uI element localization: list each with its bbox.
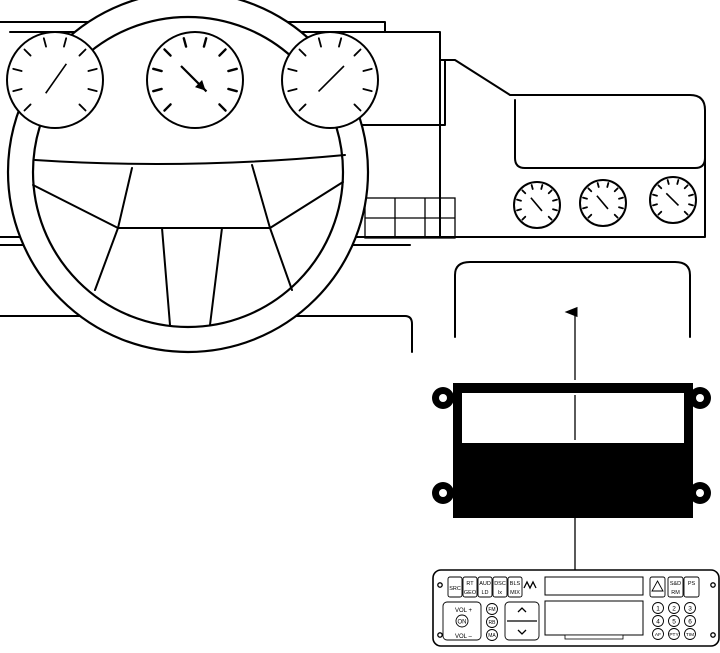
mounting-frame xyxy=(432,383,711,518)
preset-button-4[interactable]: 4 xyxy=(652,615,664,627)
svg-text:MA: MA xyxy=(488,633,496,639)
spoke-left-lower xyxy=(32,184,119,229)
svg-text:1: 1 xyxy=(656,606,660,613)
lower-dash xyxy=(0,315,413,353)
svg-text:2: 2 xyxy=(672,606,676,613)
hub-upper xyxy=(117,164,271,229)
svg-text:3: 3 xyxy=(688,606,692,613)
small-1-gauge xyxy=(513,181,561,229)
svg-text:TIM: TIM xyxy=(686,632,694,638)
chevron-down-icon xyxy=(517,629,527,635)
steering-wheel-inner-rim xyxy=(31,15,345,329)
small-3-needle xyxy=(665,192,680,207)
radio-btn-ma[interactable]: MA xyxy=(486,629,498,641)
radio-display-main xyxy=(544,600,644,636)
radio-btn-rb[interactable]: RB xyxy=(486,616,498,628)
chevron-up-icon xyxy=(517,607,527,613)
svg-text:LD: LD xyxy=(481,590,488,596)
svg-text:RB: RB xyxy=(489,620,497,626)
radio-band-buttons: FM RB MA xyxy=(486,603,498,641)
svg-text:DSC: DSC xyxy=(494,581,506,587)
right-gauge xyxy=(281,31,379,129)
svg-text:4: 4 xyxy=(656,619,660,626)
switch-panel xyxy=(364,197,456,239)
bottom-spoke xyxy=(161,227,223,326)
svg-text:PS: PS xyxy=(688,581,696,587)
radio-slot xyxy=(454,261,691,338)
svg-text:AUD: AUD xyxy=(479,581,491,587)
spoke-right-lower xyxy=(269,181,344,229)
small-1-needle xyxy=(530,197,543,212)
frame-mount-tabs xyxy=(432,387,711,504)
svg-text:lx: lx xyxy=(498,590,502,596)
on-button[interactable]: ON xyxy=(455,614,469,628)
svg-text:RM: RM xyxy=(671,590,680,596)
svg-text:PTY: PTY xyxy=(669,632,679,638)
small-3-gauge xyxy=(649,176,697,224)
svg-text:GEO: GEO xyxy=(464,590,477,596)
vent-recess xyxy=(514,99,706,169)
cluster-gauges-through-wheel xyxy=(6,31,379,129)
radio-btn-pty[interactable]: PTY xyxy=(668,628,680,640)
dashboard-top-edge xyxy=(0,21,706,238)
radio-btn-lx[interactable]: DSC lx xyxy=(492,576,508,598)
seek-pad[interactable] xyxy=(504,601,540,641)
svg-text:6: 6 xyxy=(688,619,692,626)
radio-btn-ps[interactable]: PS xyxy=(683,576,700,598)
svg-text:BLS: BLS xyxy=(510,581,521,587)
preset-button-3[interactable]: 3 xyxy=(684,602,696,614)
cd-slot xyxy=(564,634,624,640)
radio-btn-af[interactable]: AF xyxy=(652,628,664,640)
small-2-gauge xyxy=(579,179,627,227)
vol-up-label[interactable]: VOL + xyxy=(455,608,472,614)
vol-down-label[interactable]: VOL – xyxy=(455,634,472,640)
radio-btn-geo[interactable]: RT GEO xyxy=(462,576,478,598)
radio-btn-mix[interactable]: BLS MIX xyxy=(507,576,523,598)
hub-lower-sides xyxy=(94,227,293,291)
svg-text:FM: FM xyxy=(488,607,495,613)
preset-button-6[interactable]: 6 xyxy=(684,615,696,627)
svg-text:SRC: SRC xyxy=(449,586,461,592)
svg-text:5: 5 xyxy=(672,619,676,626)
radio-right-buttons: S&D RM PS xyxy=(667,576,700,598)
svg-text:AF: AF xyxy=(655,632,661,638)
radio-preset-buttons: 1 2 3 4 5 6 xyxy=(652,602,696,627)
steering-wheel xyxy=(6,0,379,354)
wave-icon xyxy=(523,580,537,590)
radio-btn-fm[interactable]: FM xyxy=(486,603,498,615)
warning-icon[interactable] xyxy=(649,576,666,598)
preset-button-1[interactable]: 1 xyxy=(652,602,664,614)
small-2-needle xyxy=(596,195,609,210)
center-gauge xyxy=(146,31,244,129)
preset-button-2[interactable]: 2 xyxy=(668,602,680,614)
radio-btn-tim[interactable]: TIM xyxy=(684,628,696,640)
radio-btn-sd[interactable]: S&D RM xyxy=(667,576,684,598)
radio-aux-buttons: AF PTY TIM xyxy=(652,628,696,640)
radio-btn-ld[interactable]: AUD LD xyxy=(477,576,493,598)
left-gauge xyxy=(6,31,104,129)
svg-text:RT: RT xyxy=(466,581,474,587)
svg-text:ON: ON xyxy=(458,620,467,626)
frame-opening xyxy=(462,393,684,443)
auxiliary-gauges xyxy=(513,176,697,229)
radio-btn-src[interactable]: SRC xyxy=(447,576,463,598)
svg-text:S&D: S&D xyxy=(670,581,681,587)
right-needle xyxy=(317,65,345,93)
left-needle xyxy=(45,63,68,94)
volume-control: VOL + VOL – ON xyxy=(442,601,482,641)
preset-button-5[interactable]: 5 xyxy=(668,615,680,627)
spoke-top-line xyxy=(34,154,346,165)
svg-text:MIX: MIX xyxy=(510,590,520,596)
radio-display-top xyxy=(544,576,644,596)
